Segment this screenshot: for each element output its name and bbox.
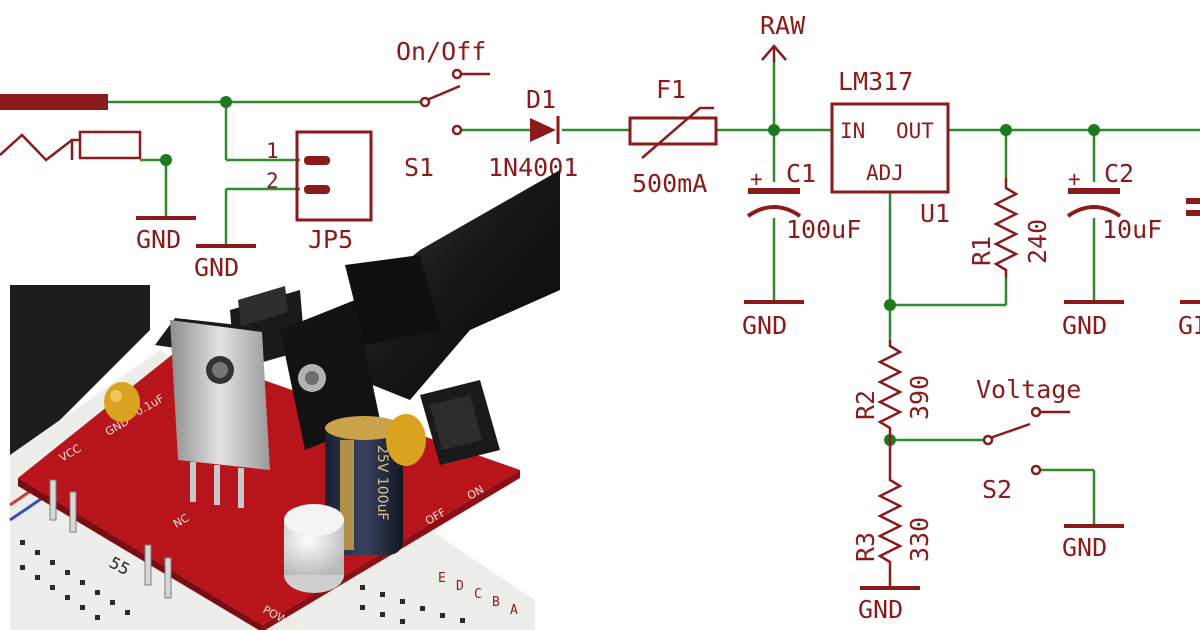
svg-text:ADJ: ADJ [866,161,904,185]
svg-text:390: 390 [905,375,934,420]
resistor-r1: R1 240 [967,178,1052,278]
dc-barrel-jack [280,170,560,450]
regulator-u1: LM317 IN OUT ADJ U1 [830,67,950,228]
lm317-regulator [155,318,270,508]
svg-text:LM317: LM317 [838,67,913,96]
svg-text:On/Off: On/Off [396,37,486,66]
svg-text:GND: GND [194,253,239,282]
breadboard-holes [20,540,465,624]
jp5-header: 1 2 JP5 [266,130,373,254]
svg-text:E: E [438,571,446,586]
svg-text:S1: S1 [404,153,434,182]
svg-text:S2: S2 [982,475,1012,504]
svg-text:GND: GND [1062,311,1107,340]
junction-dots [160,96,1100,446]
gnd-symbol-jack: GND [136,216,196,254]
svg-text:C2: C2 [1104,159,1134,188]
svg-text:U1: U1 [920,199,950,228]
gnd-symbol-c1: GND [742,300,804,340]
svg-text:B: B [492,595,500,610]
svg-text:10uF: 10uF [1102,215,1162,244]
diode-d1: D1 1N4001 [488,85,578,182]
svg-text:+: + [750,167,763,191]
svg-text:IN: IN [840,119,865,143]
svg-text:Voltage: Voltage [976,375,1081,404]
svg-text:1N4001: 1N4001 [488,153,578,182]
breadboard-column-letters: E D C B A [438,571,518,618]
svg-text:GND: GND [858,595,903,624]
svg-text:100uF: 100uF [786,215,861,244]
svg-text:C: C [474,587,482,602]
schematic: GND GND GND GND GI GND GND [0,11,1200,624]
raw-net-arrow: RAW [760,11,806,62]
header-pins [49,479,172,599]
svg-text:GND: GND [742,311,787,340]
wires [108,60,1200,524]
svg-text:D1: D1 [526,85,556,114]
electrolytic-capacitor: 25V 100uF [325,416,403,555]
svg-text:+: + [1068,167,1081,191]
svg-text:25V 100uF: 25V 100uF [374,445,390,521]
fuse-f1: F1 500mA [628,75,718,198]
capacitor-c1: + C1 100uF [746,159,861,244]
ceramic-capacitor-2 [386,414,426,466]
on-off-switch [420,380,500,465]
svg-text:F1: F1 [656,75,686,104]
svg-text:D: D [456,579,464,594]
svg-text:330: 330 [905,517,934,562]
svg-text:C1: C1 [786,159,816,188]
svg-text:A: A [510,603,518,618]
barrel-jack-symbol [0,94,142,162]
svg-text:R1: R1 [967,236,996,266]
svg-text:R3: R3 [851,532,880,562]
svg-text:1: 1 [266,139,279,163]
gnd-symbol-r3: GND [858,586,920,624]
product-photo: 55 E D C B A VCC GND 0.1uF NC ON OFF POW… [9,170,560,630]
svg-text:GI: GI [1178,311,1200,340]
table-shadow [10,285,150,470]
svg-text:GND: GND [136,225,181,254]
gnd-symbol-c2: GND [1062,300,1124,340]
gnd-symbol-jp5: GND [194,244,256,282]
svg-text:R2: R2 [851,390,880,420]
switch-s2: Voltage S2 [976,375,1081,504]
gnd-symbol-s2: GND [1062,524,1124,562]
svg-text:500mA: 500mA [632,169,707,198]
svg-text:240: 240 [1023,219,1052,264]
switch-s1: On/Off S1 [396,37,490,182]
svg-text:GND: GND [1062,533,1107,562]
svg-text:RAW: RAW [760,11,806,40]
svg-text:2: 2 [266,169,279,193]
svg-text:OUT: OUT [896,119,934,143]
resistor-r3: R3 330 [851,440,934,588]
power-led [284,504,344,593]
gnd-symbol-edge: GI [1178,300,1200,340]
resistor-r2: R2 390 [851,340,934,440]
ceramic-capacitor [104,382,140,422]
svg-text:JP5: JP5 [308,225,353,254]
capacitor-c2: + C2 10uF [1066,159,1162,244]
edge-component-partial [1186,198,1200,216]
